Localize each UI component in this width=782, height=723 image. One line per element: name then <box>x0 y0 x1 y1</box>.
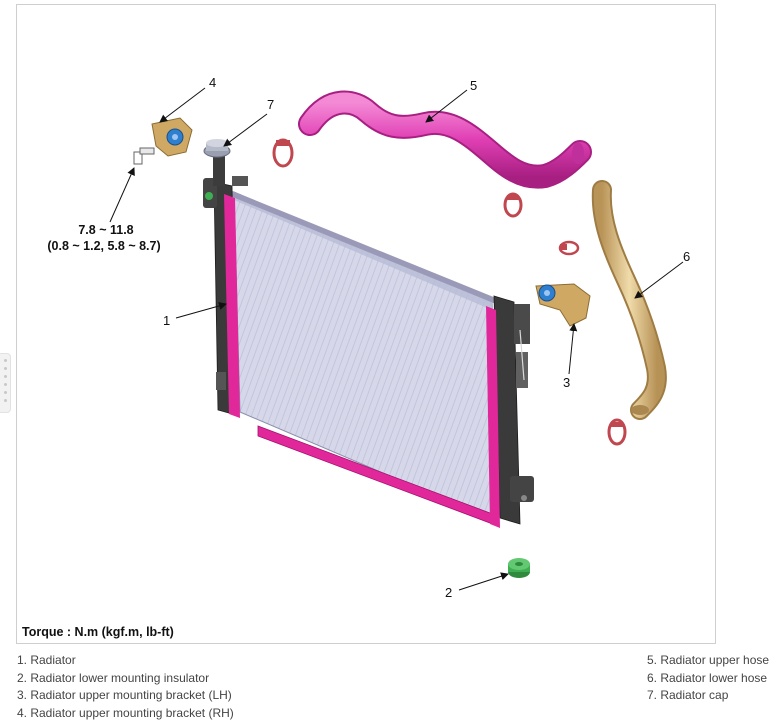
hose-clamp <box>558 240 580 256</box>
legend-item: 7. Radiator cap <box>647 688 729 702</box>
lower-mounting-insulator <box>508 558 530 578</box>
callout-7: 7 <box>267 97 274 112</box>
upper-mounting-bracket-lh <box>535 283 591 327</box>
callout-1: 1 <box>163 313 170 328</box>
legend-left: 1. Radiator 2. Radiator lower mounting i… <box>17 652 234 722</box>
callout-6: 6 <box>683 249 690 264</box>
side-panel-handle[interactable] <box>0 353 11 413</box>
legend-item: 4. Radiator upper mounting bracket (RH) <box>17 705 234 720</box>
diagram-frame <box>16 4 716 644</box>
torque-spec-nm: 7.8 ~ 11.8 <box>78 223 133 237</box>
legend-item: 1. Radiator <box>17 653 76 667</box>
torque-unit-label: Torque : N.m (kgf.m, lb-ft) <box>22 625 174 639</box>
legend-item: 5. Radiator upper hose <box>647 653 770 667</box>
radiator-cap <box>203 139 231 158</box>
callout-5: 5 <box>470 78 477 93</box>
callout-2: 2 <box>445 585 452 600</box>
radiator-left-rail <box>224 194 240 418</box>
upper-mounting-bracket-rh <box>151 117 193 157</box>
hose-clamp <box>503 192 523 218</box>
mounting-bolt <box>133 147 155 165</box>
callout-3: 3 <box>563 375 570 390</box>
radiator <box>203 150 534 528</box>
radiator-lower-hose <box>591 180 667 420</box>
hose-clamp <box>607 418 627 446</box>
hose-clamp <box>272 138 294 168</box>
legend-item: 2. Radiator lower mounting insulator <box>17 670 210 685</box>
radiator-right-rail <box>486 306 500 528</box>
radiator-exploded-diagram: 1 2 3 4 5 6 7 7.8 ~ 11.8 (0.8 ~ 1.2, 5.8… <box>47 75 690 600</box>
callout-4: 4 <box>209 75 216 90</box>
legend-item: 3. Radiator upper mounting bracket (LH) <box>17 688 232 702</box>
radiator-upper-hose <box>298 90 592 189</box>
legend-item: 6. Radiator lower hose <box>647 670 768 685</box>
torque-spec-alt: (0.8 ~ 1.2, 5.8 ~ 8.7) <box>47 239 160 253</box>
legend-right: 5. Radiator upper hose 6. Radiator lower… <box>647 652 769 705</box>
leader-lines <box>109 87 684 591</box>
